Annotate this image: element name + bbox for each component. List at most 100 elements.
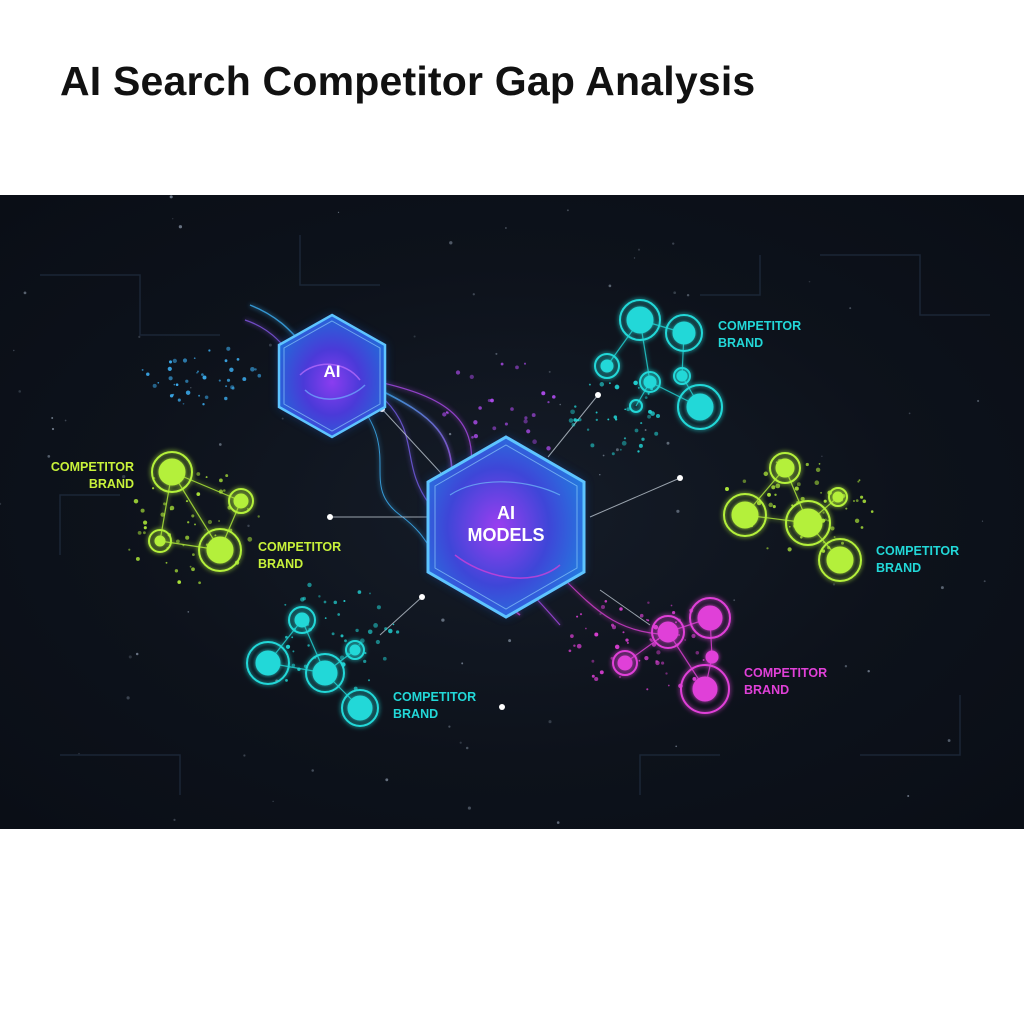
particle-dot	[855, 499, 859, 502]
particle-dot	[651, 642, 657, 647]
particle-dot	[833, 536, 836, 538]
ai-hub-label: AI	[324, 362, 341, 381]
competitor-label-line1: COMPETITOR	[744, 666, 827, 680]
star-dot	[243, 754, 246, 757]
particle-dot	[523, 362, 527, 365]
cyan-cluster-bottom-left	[246, 606, 379, 727]
particle-dot	[644, 655, 649, 661]
particle-dot	[647, 601, 650, 604]
particle-dot	[800, 536, 803, 539]
competitor-label-line2: BRAND	[258, 557, 303, 571]
particle-dot	[857, 480, 860, 483]
particle-dot	[655, 413, 661, 419]
star-dot	[128, 655, 132, 659]
particle-dot	[820, 491, 823, 494]
particle-dot	[358, 643, 361, 646]
competitor-label-cyan-bottom-left: COMPETITOR BRAND	[393, 690, 476, 721]
particle-dot	[815, 467, 821, 473]
star-dot	[672, 242, 675, 245]
particle-dot	[174, 569, 179, 573]
particle-dot	[363, 659, 367, 664]
particle-dot	[331, 632, 335, 636]
star-dot	[47, 455, 51, 458]
competitor-label-line1: COMPETITOR	[258, 540, 341, 554]
ai-models-label-line1: AI	[497, 503, 515, 523]
particle-dot	[198, 394, 201, 397]
particle-dot	[285, 679, 288, 682]
particle-dot	[767, 492, 771, 497]
particle-dot	[647, 392, 650, 395]
particle-dot	[223, 489, 226, 492]
particle-dot	[196, 472, 201, 476]
particle-dot	[160, 512, 165, 517]
star-dot	[135, 652, 139, 656]
network-diagram: AI AI MODELS COMPETITOR BRAND COMPETITOR…	[0, 195, 990, 824]
particle-dot	[675, 621, 677, 624]
competitor-label-lime-left-outer: COMPETITOR BRAND	[51, 460, 134, 491]
particle-dot	[568, 418, 574, 423]
star-dot	[449, 241, 453, 245]
star-dot	[311, 769, 314, 772]
particle-dot	[343, 599, 346, 603]
star-dot	[203, 528, 206, 531]
particle-dot	[473, 420, 478, 425]
particle-dot	[787, 547, 792, 552]
particle-dot	[143, 526, 147, 530]
particle-dot	[574, 405, 577, 408]
particle-dot	[384, 627, 388, 631]
particle-dot	[168, 376, 173, 381]
star-dot	[821, 455, 823, 457]
particle-dot	[595, 411, 598, 414]
particle-dot	[323, 600, 327, 604]
star-dot	[633, 257, 636, 259]
particle-dot	[152, 383, 157, 388]
particle-dot	[845, 507, 848, 510]
particle-dot	[226, 378, 231, 382]
particle-dot	[626, 407, 631, 412]
star-dot	[78, 752, 80, 755]
connector-lines	[330, 394, 681, 636]
particle-dot	[667, 684, 670, 687]
particle-dot	[135, 556, 140, 561]
particle-dot	[291, 636, 294, 639]
particle-dot	[487, 398, 491, 403]
star-dot	[495, 352, 498, 355]
particle-dot	[625, 638, 629, 642]
particle-dot	[599, 670, 604, 675]
particle-dot	[634, 428, 639, 433]
particle-dot	[541, 391, 546, 396]
particle-dot	[340, 634, 344, 638]
particle-dot	[578, 418, 582, 422]
particle-dot	[788, 525, 791, 528]
particle-dot	[595, 418, 598, 422]
particle-dot	[639, 613, 644, 618]
particle-dot	[490, 398, 494, 403]
particle-dot	[224, 359, 228, 363]
background-star-dots	[0, 195, 986, 824]
particle-dot	[646, 688, 649, 691]
particle-dot	[552, 395, 556, 399]
competitor-label-line1: COMPETITOR	[51, 460, 134, 474]
particle-dot	[691, 633, 696, 639]
particle-dot	[794, 486, 799, 491]
particle-dot	[604, 600, 608, 603]
star-dot	[472, 293, 475, 296]
lime-cluster-right	[723, 452, 862, 582]
particle-dot	[576, 615, 579, 618]
particle-dot	[644, 396, 648, 399]
network-diagram-panel: AI AI MODELS COMPETITOR BRAND COMPETITOR…	[0, 195, 1024, 829]
star-dot	[733, 599, 736, 602]
particle-dot	[654, 431, 659, 436]
star-dot	[138, 335, 141, 338]
star-dot	[441, 618, 445, 622]
particle-dot	[455, 370, 461, 375]
particle-dot	[196, 370, 200, 373]
particle-dot	[532, 439, 537, 444]
particle-dot	[854, 518, 860, 523]
star-dot	[666, 441, 670, 445]
particle-dot	[626, 641, 629, 644]
particle-dot	[250, 367, 255, 372]
particle-dot	[382, 656, 387, 661]
particle-dot	[307, 582, 312, 588]
star-dot	[13, 349, 15, 352]
